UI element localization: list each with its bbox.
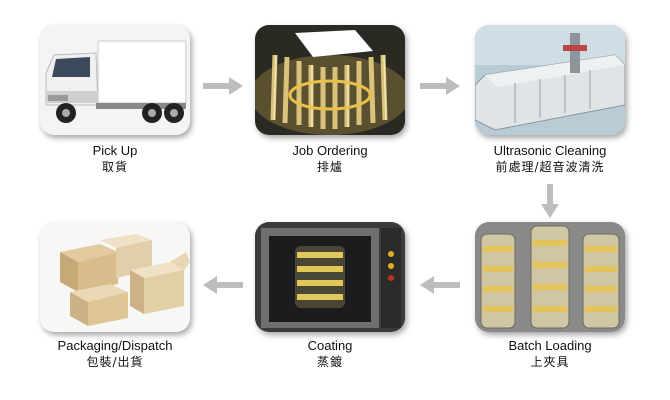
arrow-left-1 <box>420 276 460 294</box>
cleaning-machine-image <box>475 25 625 135</box>
step-pick-up: Pick Up 取貨 <box>40 25 190 175</box>
step-packaging-dispatch: Packaging/Dispatch 包裝/出貨 <box>40 222 190 370</box>
batch-loading-label: Batch Loading <box>508 338 592 353</box>
ultrasonic-cleaning-label: Ultrasonic Cleaning <box>493 143 607 158</box>
step-coating: Coating 蒸鍍 <box>255 222 405 370</box>
fixture-rack-image <box>475 222 625 332</box>
ultrasonic-cleaning-photo <box>475 25 625 135</box>
arrow-right-1 <box>203 77 243 95</box>
job-ordering-label: Job Ordering <box>292 143 368 158</box>
step-job-ordering: Job Ordering 排爐 <box>255 25 405 175</box>
packaging-dispatch-label: Packaging/Dispatch <box>57 338 173 353</box>
coating-chamber-image <box>255 222 405 332</box>
coating-photo <box>255 222 405 332</box>
coating-label: Coating <box>307 338 353 353</box>
packaging-dispatch-photo <box>40 222 190 332</box>
batch-loading-label-zh: 上夾具 <box>530 355 570 369</box>
pick-up-label-zh: 取貨 <box>101 160 128 174</box>
step-ultrasonic-cleaning: Ultrasonic Cleaning 前處理/超音波清洗 <box>475 25 625 175</box>
arrow-left-2 <box>203 276 243 294</box>
arrow-down <box>541 184 559 218</box>
batch-loading-photo <box>475 222 625 332</box>
parts-rack-image <box>255 25 405 135</box>
coating-label-zh: 蒸鍍 <box>316 355 343 369</box>
job-ordering-photo <box>255 25 405 135</box>
job-ordering-label-zh: 排爐 <box>316 160 343 174</box>
packaging-dispatch-label-zh: 包裝/出貨 <box>86 355 144 369</box>
pick-up-label: Pick Up <box>92 143 138 158</box>
boxes-image <box>40 222 190 332</box>
ultrasonic-cleaning-label-zh: 前處理/超音波清洗 <box>495 160 605 174</box>
arrow-right-2 <box>420 77 460 95</box>
pick-up-photo <box>40 25 190 135</box>
step-batch-loading: Batch Loading 上夾具 <box>475 222 625 370</box>
truck-image <box>40 25 190 135</box>
